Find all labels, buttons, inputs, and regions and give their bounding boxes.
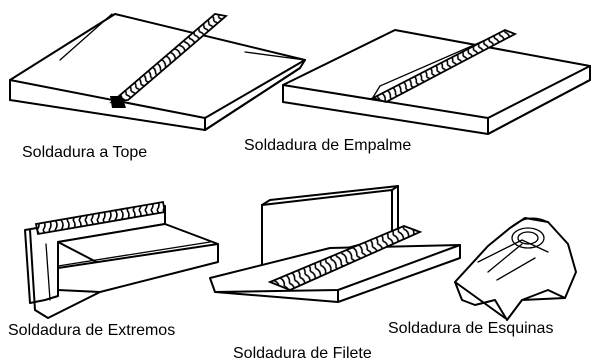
lap-weld-label: Soldadura de Empalme [244,137,411,154]
butt-weld-label: Soldadura a Tope [22,144,147,161]
edge-weld-label: Soldadura de Extremos [8,322,175,339]
fillet-weld-illustration [209,185,461,303]
corner-weld-label: Soldadura de Esquinas [388,320,553,337]
corner-weld-illustration [454,217,577,321]
edge-weld-illustration [24,200,219,319]
lap-weld-illustration [282,29,591,135]
fillet-weld-label: Soldadura de Filete [233,345,372,362]
butt-weld-illustration [9,13,306,131]
